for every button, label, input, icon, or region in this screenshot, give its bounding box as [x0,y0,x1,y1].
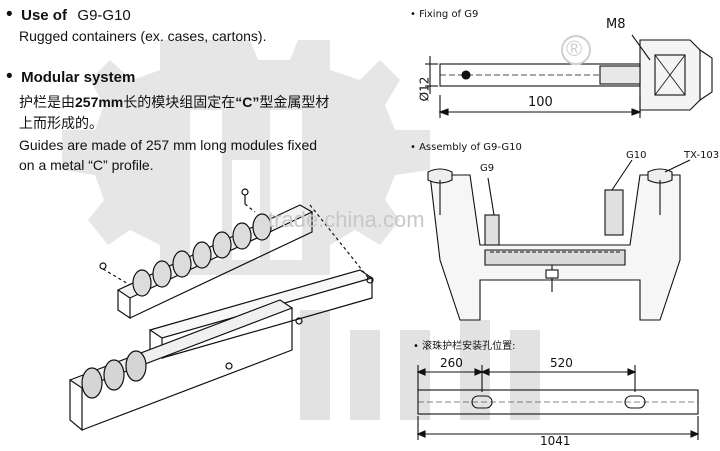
chinese-line-2: 上而形成的。 [19,115,103,131]
bullet-use: • [6,4,13,25]
dim-520-label: 520 [550,356,573,370]
diameter-label: Ø12 [417,76,432,102]
use-section: • Use of G9-G10 [6,4,131,25]
g9-label: G9 [480,163,495,174]
modular-title: Modular system [21,69,136,86]
cn-text-a: 护栏是由 [19,94,75,110]
m8-label: M8 [606,17,626,32]
dim-260-label: 260 [440,356,463,370]
hole-position-label: • 滚珠护栏安装孔位置: [413,341,516,352]
tx103-label: TX-103 [684,150,720,161]
use-code: G9-G10 [77,7,131,24]
cn-text-d: “C” [235,94,260,110]
chinese-line-1: 护栏是由257mm长的模块组固定在“C”型金属型材 [19,92,329,112]
english-line-1: Guides are made of 257 mm long modules f… [19,137,318,153]
site-watermark: trade.china.com [268,207,425,232]
use-description: Rugged containers (ex. cases, cartons). [19,28,267,44]
assembly-label: • Assembly of G9-G10 [410,142,522,153]
cn-text-c: 长的模块组固定在 [123,94,236,110]
dim-100-label: 100 [528,95,553,110]
english-line-2: on a metal “C” profile. [19,157,154,173]
modular-section: • Modular system [6,66,136,87]
cn-text-b: 257mm [75,94,124,110]
fixing-label: • Fixing of G9 [410,9,479,20]
g10-label: G10 [626,150,647,161]
cn-text-e: 型金属型材 [259,94,330,110]
bullet-modular: • [6,66,13,87]
use-label: Use of [21,7,67,24]
registered-mark: ® [566,36,583,61]
dim-1041-label: 1041 [540,434,571,448]
